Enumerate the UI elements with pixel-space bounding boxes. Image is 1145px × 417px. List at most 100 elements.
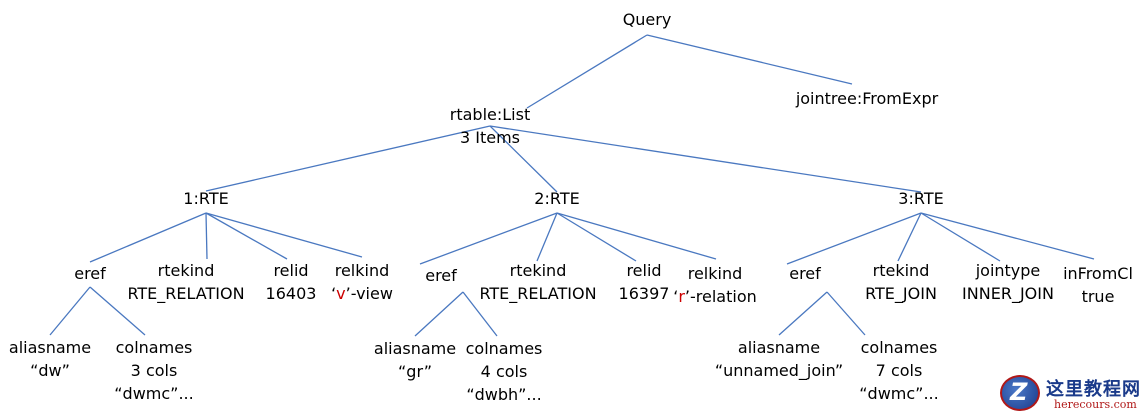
node-rte1: 1:RTE — [183, 187, 228, 210]
node-text: true — [1081, 287, 1115, 306]
node-text: “unnamed_join” — [714, 361, 844, 380]
node-line: 16403 — [266, 282, 317, 305]
node-line: ‘r’-relation — [673, 285, 757, 308]
logo-icon — [1000, 375, 1040, 411]
node-line: 3 cols — [114, 359, 193, 382]
node-rte3: 3:RTE — [898, 187, 943, 210]
edge-r1_eref-r1_alias — [49, 286, 91, 336]
node-text: rtekind — [872, 261, 930, 280]
node-line: “dwmc”... — [859, 382, 938, 405]
node-line: “dwmc”... — [114, 382, 193, 405]
node-text: eref — [74, 264, 106, 283]
edge-query-jointree — [646, 34, 853, 85]
node-line: relkind — [331, 259, 393, 282]
node-line: “dwbh”... — [466, 383, 543, 406]
node-line: “gr” — [374, 360, 456, 383]
node-line: true — [1063, 285, 1133, 308]
node-line: relid — [619, 259, 670, 282]
edge-rte1-r1_relkind — [205, 212, 363, 258]
node-line: ‘v’-view — [331, 282, 393, 305]
node-text: Query — [622, 10, 672, 29]
node-r2-colnames: colnames 4 cols “dwbh”... — [466, 337, 543, 406]
node-r3-infromcl: inFromCl true — [1063, 262, 1133, 308]
node-r2-eref: eref — [425, 264, 457, 287]
node-line: colnames — [859, 336, 938, 359]
node-text: 7 cols — [875, 361, 923, 380]
node-text: RTE_RELATION — [127, 284, 245, 303]
edge-rte2-r2_eref — [419, 212, 558, 265]
node-r3-eref: eref — [789, 262, 821, 285]
node-text: ‘ — [673, 287, 679, 306]
node-r1-relid: relid 16403 — [266, 259, 317, 305]
node-line: 2:RTE — [534, 187, 579, 210]
node-text: 2:RTE — [534, 189, 580, 208]
edge-rte2-r2_relid — [556, 212, 637, 262]
node-text: jointree:FromExpr — [795, 89, 939, 108]
node-r2-relkind: relkind ‘r’-relation — [673, 262, 757, 308]
node-text: eref — [789, 264, 821, 283]
node-line: 3:RTE — [898, 187, 943, 210]
watermark-logo: Z 这里教程网 herecours.com — [996, 373, 1144, 415]
node-line: eref — [425, 264, 457, 287]
node-text: 16397 — [618, 284, 670, 303]
node-text: relkind — [687, 264, 743, 283]
node-text: “gr” — [398, 362, 432, 381]
node-text: rtekind — [157, 261, 215, 280]
node-text: relkind — [334, 261, 390, 280]
node-line: inFromCl — [1063, 262, 1133, 285]
edge-rte3-r3_infromcl — [920, 212, 1095, 260]
edge-rte1-r1_relid — [205, 212, 288, 260]
edge-r1_eref-r1_colnames — [89, 286, 146, 336]
node-text: 4 cols — [480, 362, 528, 381]
node-text: 3 Items — [459, 128, 521, 147]
edge-r3_eref-r3_colnames — [826, 291, 866, 336]
edge-query-rtable — [526, 34, 648, 109]
node-r3-alias: aliasname “unnamed_join” — [715, 336, 843, 382]
node-line: aliasname — [715, 336, 843, 359]
node-line: relkind — [673, 262, 757, 285]
node-line: aliasname — [9, 336, 91, 359]
node-line: 4 cols — [466, 360, 543, 383]
node-text: aliasname — [8, 338, 92, 357]
edge-r2_eref-r2_alias — [414, 291, 464, 337]
node-text: RTE_JOIN — [865, 284, 937, 303]
node-text: eref — [425, 266, 457, 285]
node-text: colnames — [465, 339, 543, 358]
highlight-letter: v — [336, 284, 346, 303]
node-line: INNER_JOIN — [962, 282, 1054, 305]
node-text: “dwmc”... — [859, 384, 939, 403]
node-r2-alias: aliasname “gr” — [374, 337, 456, 383]
watermark-en-text: herecours.com — [1054, 398, 1137, 411]
node-line: rtekind — [865, 259, 937, 282]
node-line: 1:RTE — [183, 187, 228, 210]
node-line: 16397 — [619, 282, 670, 305]
node-line: “dw” — [9, 359, 91, 382]
edge-rtable-rte3 — [489, 125, 922, 193]
node-r1-relkind: relkind ‘v’-view — [331, 259, 393, 305]
node-r1-eref: eref — [74, 262, 106, 285]
node-jointree: jointree:FromExpr — [796, 87, 938, 110]
node-line: 3 Items — [450, 126, 530, 149]
node-text: relid — [626, 261, 662, 280]
node-line: RTE_RELATION — [127, 282, 244, 305]
node-text: inFromCl — [1063, 264, 1133, 283]
highlight-letter: r — [678, 287, 685, 306]
node-text: 16403 — [265, 284, 317, 303]
node-text: ‘ — [331, 284, 337, 303]
node-text: ’-view — [345, 284, 393, 303]
node-line: rtable:List — [450, 103, 530, 126]
node-text: jointype — [975, 261, 1041, 280]
node-text: aliasname — [373, 339, 457, 358]
edge-rte2-r2_rtekind — [536, 212, 558, 262]
edge-r3_eref-r3_alias — [778, 291, 828, 336]
node-rte2: 2:RTE — [534, 187, 579, 210]
node-line: rtekind — [127, 259, 244, 282]
node-text: INNER_JOIN — [962, 284, 1054, 303]
node-line: colnames — [466, 337, 543, 360]
edge-rte1-r1_eref — [89, 212, 207, 263]
node-line: colnames — [114, 336, 193, 359]
node-line: relid — [266, 259, 317, 282]
